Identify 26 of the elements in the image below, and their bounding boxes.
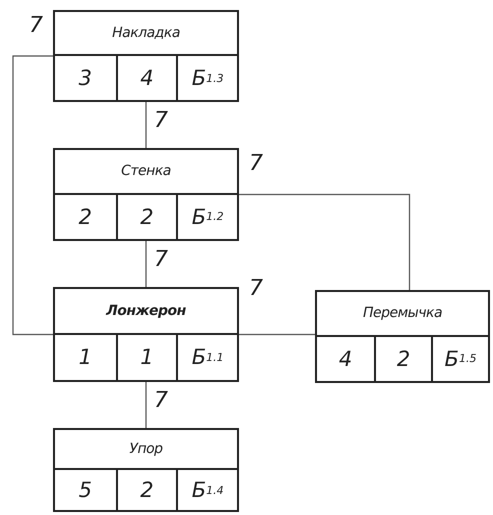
connector-line — [145, 102, 147, 148]
connector-line — [12, 55, 53, 336]
table-cell-text: 5 — [78, 477, 94, 504]
table-cell-text: 1 — [78, 344, 94, 372]
table-cell-text: 2 — [78, 204, 94, 231]
table-cell-text: 4 — [338, 346, 354, 373]
connector-line — [145, 241, 147, 287]
table-cell-text: 3 — [78, 65, 94, 92]
table-cell: 2 — [116, 194, 176, 239]
part-table — [315, 290, 490, 383]
table-cell: 4 — [116, 56, 176, 100]
connector-line — [239, 334, 315, 336]
part-name: Перемычка — [317, 292, 488, 336]
part-name: Накладка — [55, 12, 237, 56]
part-name: Стенка — [55, 150, 237, 194]
table-cell: 2 — [374, 336, 431, 381]
part-table — [53, 287, 239, 382]
connector-line — [145, 382, 147, 428]
part-table — [53, 148, 239, 241]
part-table — [53, 10, 239, 102]
table-cell: 1 — [116, 334, 176, 380]
connector-line — [239, 194, 410, 290]
part-name: Упор — [55, 430, 237, 470]
table-cell: 2 — [116, 470, 176, 510]
part-table — [53, 428, 239, 512]
part-name: Лонжерон — [55, 289, 237, 334]
